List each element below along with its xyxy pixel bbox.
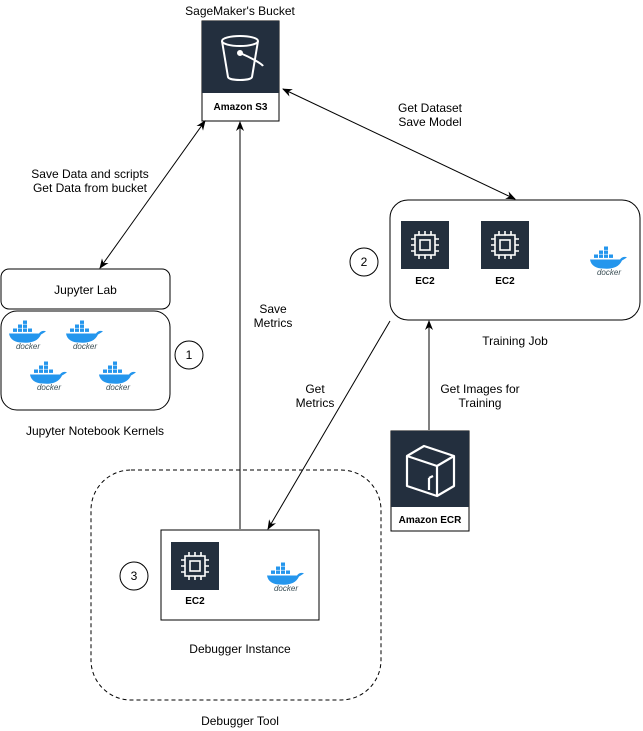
edge-save-metrics-label-2: Metrics bbox=[253, 316, 293, 330]
ecr-icon-bg bbox=[391, 431, 469, 507]
jupyter-kernels-label: Jupyter Notebook Kernels bbox=[25, 424, 165, 438]
arrow-jupyter-s3 bbox=[99, 120, 206, 269]
edge-get-data-label: Get Data from bucket bbox=[32, 181, 148, 195]
ec2-icon-1 bbox=[401, 221, 449, 269]
ec2-icon-3 bbox=[171, 542, 219, 590]
edge-save-metrics-label-1: Save bbox=[259, 302, 287, 316]
arrow-training-debugger bbox=[267, 320, 391, 530]
s3-title: SageMaker's Bucket bbox=[185, 4, 295, 18]
container-icon bbox=[405, 444, 456, 498]
ec2-icon-2 bbox=[481, 221, 529, 269]
edge-save-data-label: Save Data and scripts bbox=[31, 167, 149, 181]
debugger-tool-label: Debugger Tool bbox=[201, 714, 279, 728]
step-1-label: 1 bbox=[185, 348, 193, 362]
edge-get-images-label-1: Get Images for bbox=[440, 382, 520, 396]
step-2-circle bbox=[349, 247, 379, 277]
ec2-label-1: EC2 bbox=[415, 276, 435, 287]
jupyter-lab-label: Jupyter Lab bbox=[54, 283, 117, 297]
step-1-circle bbox=[174, 340, 204, 370]
debugger-tool-container bbox=[90, 469, 382, 701]
debugger-instance-label: Debugger Instance bbox=[189, 642, 291, 656]
s3-label: Amazon S3 bbox=[213, 102, 268, 113]
edge-get-metrics-label-2: Metrics bbox=[295, 396, 335, 410]
edge-get-metrics-label-1: Get bbox=[305, 382, 325, 396]
training-job-label: Training Job bbox=[482, 334, 548, 348]
bucket-icon bbox=[221, 35, 264, 81]
arrow-s3-training bbox=[282, 88, 516, 200]
ecr-label: Amazon ECR bbox=[398, 515, 462, 526]
step-3-circle bbox=[119, 561, 149, 591]
step-2-label: 2 bbox=[360, 255, 368, 269]
edge-get-images-label-2: Training bbox=[458, 396, 502, 410]
edge-get-dataset-label: Get Dataset bbox=[397, 101, 463, 115]
ec2-label-2: EC2 bbox=[495, 276, 515, 287]
jupyter-lab-box[interactable] bbox=[0, 268, 171, 310]
ec2-label-3: EC2 bbox=[185, 596, 205, 607]
s3-icon-bg bbox=[202, 21, 279, 93]
step-3-label: 3 bbox=[130, 569, 138, 583]
edge-save-model-label: Save Model bbox=[398, 115, 462, 129]
